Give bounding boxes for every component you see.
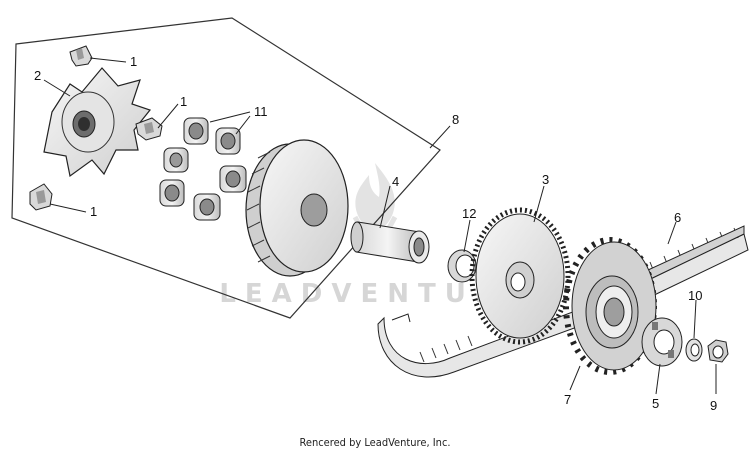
- callout-10: 10: [688, 288, 702, 303]
- slider-piece: [69, 45, 93, 67]
- callout-9: 9: [710, 398, 717, 413]
- roller-weight: [159, 179, 185, 207]
- variator-pulley: [245, 139, 349, 277]
- callout-3: 3: [542, 172, 549, 187]
- starter-gear: [469, 207, 571, 345]
- roller-weight: [215, 127, 241, 155]
- roller-weight: [193, 193, 221, 221]
- roller-weight: [219, 165, 247, 193]
- roller-weight: [183, 117, 209, 145]
- callout-1: 1: [90, 204, 97, 219]
- slider-piece: [29, 183, 53, 211]
- sleeve-bushing: [350, 221, 430, 264]
- callout-6: 6: [674, 210, 681, 225]
- washer: [685, 338, 703, 362]
- roller-weight: [163, 147, 189, 173]
- leader-lines: [43, 57, 717, 395]
- callout-8: 8: [452, 112, 459, 127]
- bearing-ring: [447, 249, 477, 283]
- callout-2: 2: [34, 68, 41, 83]
- callout-4: 4: [392, 174, 399, 189]
- callout-1: 1: [180, 94, 187, 109]
- render-credit: Rencered by LeadVenture, Inc.: [299, 436, 451, 449]
- callout-1: 1: [130, 54, 137, 69]
- hex-nut: [707, 339, 729, 363]
- watermark: LEADVENTURE: [219, 163, 522, 309]
- drive-hub: [641, 317, 683, 367]
- callout-7: 7: [564, 392, 571, 407]
- callout-12: 12: [462, 206, 476, 221]
- callout-5: 5: [652, 396, 659, 411]
- callouts: 1 2 1 1 11 4 8 12 3 6 7 5 10 9: [34, 54, 717, 413]
- callout-11: 11: [254, 104, 268, 119]
- fixed-drive-face: [563, 237, 657, 375]
- ramp-plate: [43, 67, 152, 178]
- slider-piece: [135, 117, 163, 141]
